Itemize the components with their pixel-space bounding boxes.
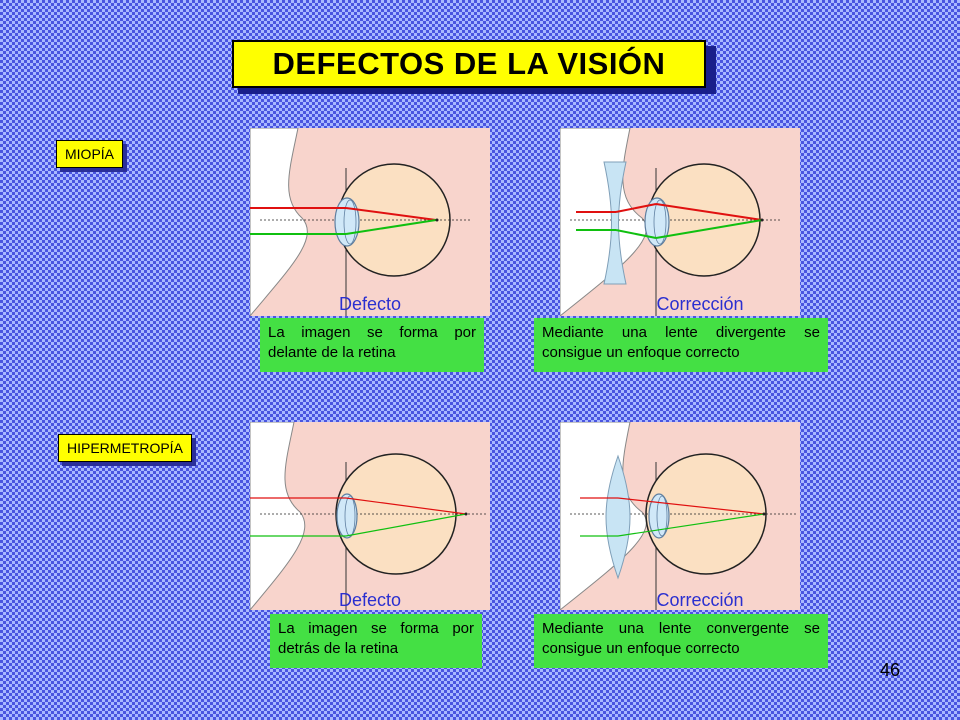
page-title: DEFECTOS DE LA VISIÓN [232, 40, 706, 88]
hyperopia-correction-diagram [560, 422, 800, 610]
page-number: 46 [880, 660, 901, 680]
hyperopia-label: HIPERMETROPÍA [58, 434, 192, 462]
hyperopia-defect-note: La imagen se forma por detrás de la reti… [270, 614, 482, 668]
myopia-correction-diagram [560, 128, 800, 316]
myopia-label-tag: MIOPÍA [56, 140, 128, 172]
hyperopia-correction-note: Mediante una lente convergente se consig… [534, 614, 828, 668]
title-banner: DEFECTOS DE LA VISIÓN [232, 40, 716, 94]
myopia-correction-note: Mediante una lente divergente se consigu… [534, 318, 828, 372]
myopia-defect-note: La imagen se forma por delante de la ret… [260, 318, 484, 372]
myopia-defect-diagram [250, 128, 490, 316]
myopia-label: MIOPÍA [56, 140, 124, 168]
hyperopia-correction-caption: Corrección [656, 590, 744, 610]
hyperopia-defect-caption: Defecto [338, 590, 402, 610]
hyperopia-label-tag: HIPERMETROPÍA [58, 434, 196, 466]
hyperopia-defect-diagram [250, 422, 490, 610]
myopia-correction-caption: Corrección [656, 294, 744, 314]
myopia-defect-caption: Defecto [338, 294, 402, 314]
